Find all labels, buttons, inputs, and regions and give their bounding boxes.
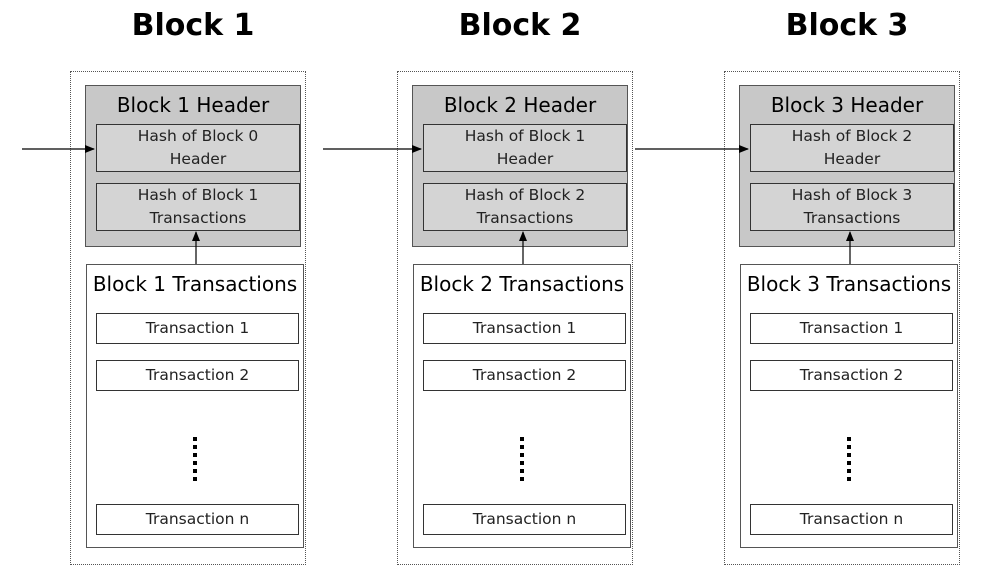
block-1-transactions-title: Block 1 Transactions <box>92 272 298 296</box>
block-1-transaction-n: Transaction n <box>96 504 299 535</box>
block-2-tx-hash: Hash of Block 2 Transactions <box>423 183 627 231</box>
block-1-transactions: Block 1 Transactions Transaction 1 Trans… <box>86 264 304 548</box>
block-2-transactions: Block 2 Transactions Transaction 1 Trans… <box>413 264 631 548</box>
block-3-header-title: Block 3 Header <box>770 93 924 117</box>
block-2-ellipsis <box>520 437 524 483</box>
block-2-transaction-2: Transaction 2 <box>423 360 626 391</box>
block-2-frame <box>397 71 633 565</box>
block-2-transaction-n: Transaction n <box>423 504 626 535</box>
block-3-tx-hash: Hash of Block 3 Transactions <box>750 183 954 231</box>
block-2-transactions-title: Block 2 Transactions <box>419 272 625 296</box>
block-2-transaction-1: Transaction 1 <box>423 313 626 344</box>
block-1-header: Block 1 Header Hash of Block 0 Header Ha… <box>85 85 301 247</box>
block-1-transaction-1: Transaction 1 <box>96 313 299 344</box>
block-3-transaction-n: Transaction n <box>750 504 953 535</box>
block-2-header: Block 2 Header Hash of Block 1 Header Ha… <box>412 85 628 247</box>
block-1-frame <box>70 71 306 565</box>
block-3-frame <box>724 71 960 565</box>
block-3-header: Block 3 Header Hash of Block 2 Header Ha… <box>739 85 955 247</box>
block-3-transactions: Block 3 Transactions Transaction 1 Trans… <box>740 264 958 548</box>
block-1-tx-hash: Hash of Block 1 Transactions <box>96 183 300 231</box>
block-2-header-title: Block 2 Header <box>443 93 597 117</box>
block-2-prev-hash: Hash of Block 1 Header <box>423 124 627 172</box>
block-3-prev-hash: Hash of Block 2 Header <box>750 124 954 172</box>
block-1-header-title: Block 1 Header <box>116 93 270 117</box>
block-2-title: Block 2 <box>458 8 582 43</box>
block-3-title: Block 3 <box>785 8 909 43</box>
block-3-transaction-2: Transaction 2 <box>750 360 953 391</box>
block-1-prev-hash: Hash of Block 0 Header <box>96 124 300 172</box>
block-1-ellipsis <box>193 437 197 483</box>
block-1-title: Block 1 <box>131 8 255 43</box>
block-3-ellipsis <box>847 437 851 483</box>
block-1-transaction-2: Transaction 2 <box>96 360 299 391</box>
block-3-transactions-title: Block 3 Transactions <box>746 272 952 296</box>
block-3-transaction-1: Transaction 1 <box>750 313 953 344</box>
